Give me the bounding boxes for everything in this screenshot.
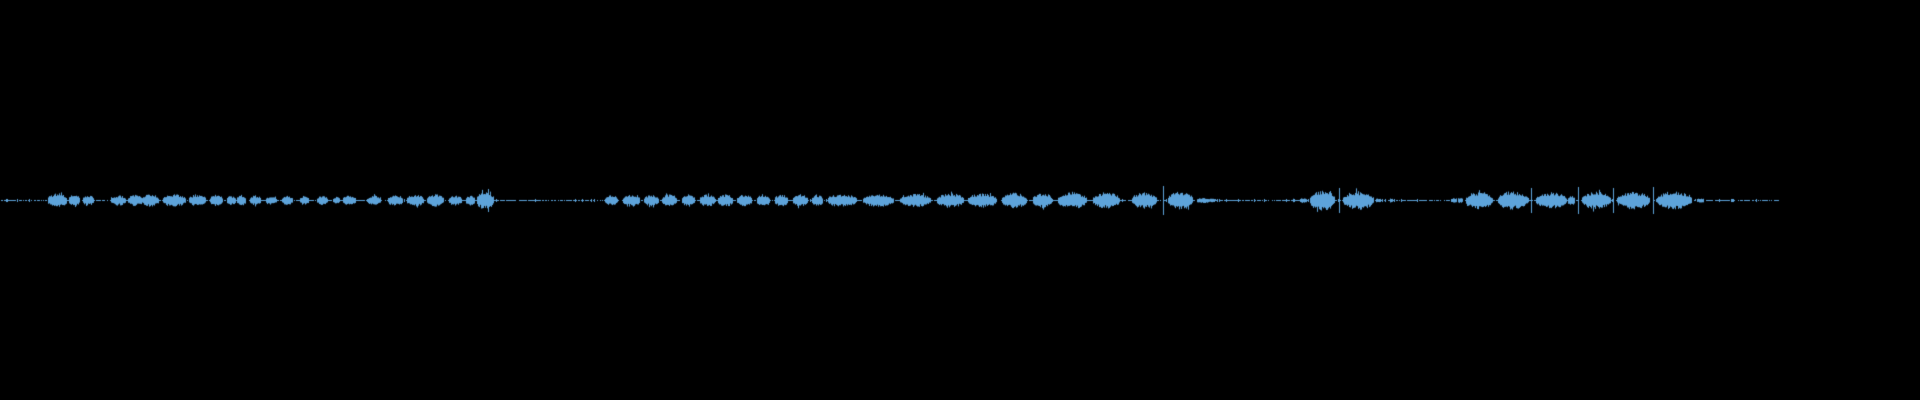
audio-waveform-canvas[interactable] [0, 0, 1920, 400]
waveform-track [0, 0, 1920, 400]
